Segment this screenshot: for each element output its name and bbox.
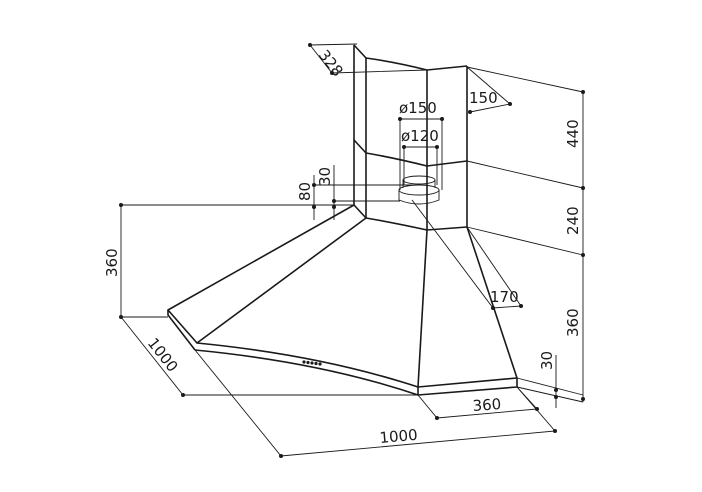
dimension-labels: 328 150 ø150 ø120 80 30 440 240 360 360 … — [103, 46, 582, 447]
label-80: 80 — [296, 182, 314, 201]
dimension-lines — [119, 43, 585, 458]
label-1000-left: 1000 — [144, 334, 182, 375]
label-150: 150 — [469, 89, 498, 107]
label-30-top: 30 — [316, 167, 334, 186]
label-240: 240 — [564, 206, 582, 235]
label-170: 170 — [490, 288, 519, 306]
label-360-right: 360 — [564, 308, 582, 337]
control-buttons — [302, 360, 322, 366]
label-328: 328 — [315, 46, 347, 80]
label-1000-bottom: 1000 — [379, 426, 419, 447]
outlet-duct — [398, 175, 440, 205]
label-dia-150: ø150 — [399, 99, 437, 117]
label-360-left: 360 — [103, 248, 121, 277]
label-360-front: 360 — [472, 395, 502, 415]
label-dia-120: ø120 — [401, 127, 439, 145]
label-30-rim: 30 — [538, 351, 556, 370]
hood-body — [167, 204, 518, 396]
label-440: 440 — [564, 119, 582, 148]
